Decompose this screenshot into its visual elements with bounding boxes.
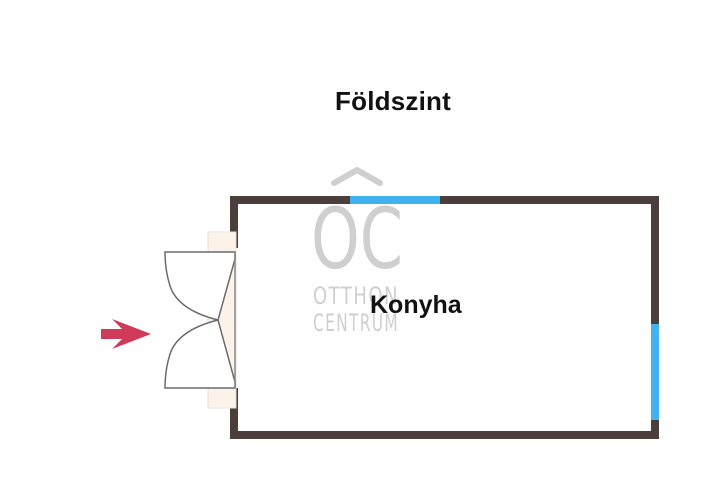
door-leaf-lower xyxy=(164,319,236,389)
watermark-line1: OTTHON xyxy=(313,282,399,310)
watermark-roof-icon xyxy=(331,167,383,186)
floor-title: Földszint xyxy=(335,86,451,116)
entry-arrow-icon xyxy=(101,319,151,349)
watermark-line2: CENTRUM xyxy=(313,309,399,337)
room-label-kitchen: Konyha xyxy=(370,291,462,319)
entrance-door xyxy=(164,231,237,409)
watermark-monogram: OC xyxy=(311,190,403,288)
windows xyxy=(350,196,659,420)
watermark-logo: OC OTTHON CENTRUM xyxy=(311,167,403,337)
